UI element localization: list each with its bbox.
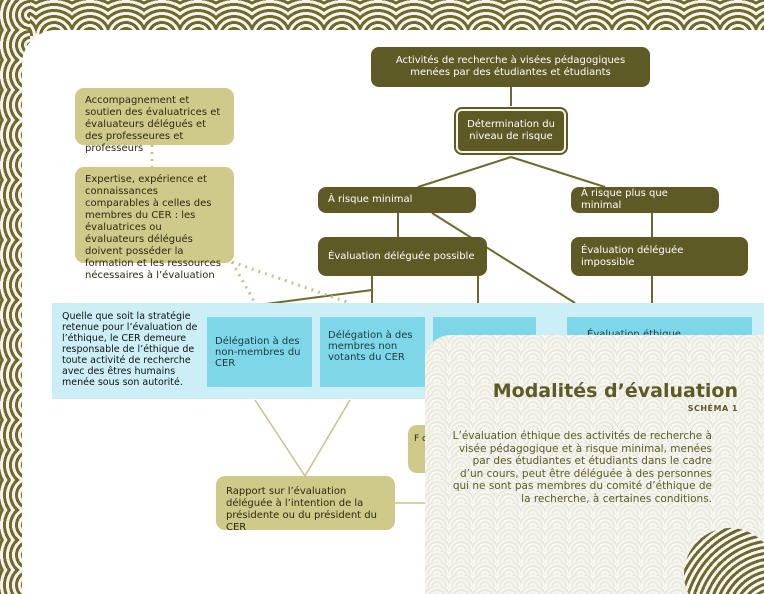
panel-subtitle: SCHÉMA 1 <box>687 404 738 413</box>
determination-label: Détermination du niveau de risque <box>467 119 555 142</box>
determination-box: Détermination du niveau de risque <box>454 107 568 155</box>
support-label: Accompagnement et soutien des évaluatric… <box>85 95 221 154</box>
panel-body: L’évaluation éthique des activités de re… <box>452 430 712 505</box>
risk-minimal-box: À risque minimal <box>318 187 476 213</box>
delegation-non-voting-box: Délégation à des membres non votants du … <box>320 317 425 387</box>
risk-more-box: À risque plus que minimal <box>571 187 719 213</box>
report-box: Rapport sur l’évaluation déléguée à l’in… <box>216 476 395 533</box>
delegated-possible-label: Évaluation déléguée possible <box>328 250 475 262</box>
risk-more-label: À risque plus que minimal <box>581 188 668 211</box>
support-box: Accompagnement et soutien des évaluatric… <box>75 88 234 154</box>
connector-left-report <box>254 399 306 477</box>
info-panel <box>425 335 764 594</box>
expertise-box: Expertise, expérience et connaissances c… <box>75 167 234 281</box>
expertise-label: Expertise, expérience et connaissances c… <box>85 174 222 281</box>
connector-right-report <box>304 399 351 477</box>
risk-minimal-label: À risque minimal <box>328 194 413 205</box>
ethics-evaluation-label: Évaluation éthique <box>587 329 681 340</box>
connector-minimal-ethics <box>431 212 576 304</box>
strategy-text: Quelle que soit la stratégie retenue pou… <box>62 311 198 388</box>
delegation-non-voting-label: Délégation à des membres non votants du … <box>328 330 413 363</box>
wave-pattern-corner <box>684 528 764 594</box>
report-label: Rapport sur l’évaluation déléguée à l’in… <box>226 486 377 533</box>
delegated-impossible-label: Évaluation déléguée impossible <box>581 244 684 268</box>
connector-determination-more <box>510 156 606 188</box>
root-label: Activités de recherche à visées pédagogi… <box>395 55 626 78</box>
connector-determination-minimal <box>417 156 512 188</box>
root-box: Activités de recherche à visées pédagogi… <box>371 47 650 87</box>
partial-box-label: F c c <box>414 434 435 444</box>
delegation-non-members-box: Délégation à des non-membres du CER <box>207 317 312 387</box>
delegation-non-members-label: Délégation à des non-membres du CER <box>215 336 301 369</box>
connector-possible-strategy <box>257 289 373 306</box>
dotted-expertise-left <box>230 261 257 304</box>
delegated-possible-box: Évaluation déléguée possible <box>318 237 487 276</box>
delegated-impossible-box: Évaluation déléguée impossible <box>571 237 748 276</box>
panel-title: Modalités d’évaluation <box>492 380 738 402</box>
